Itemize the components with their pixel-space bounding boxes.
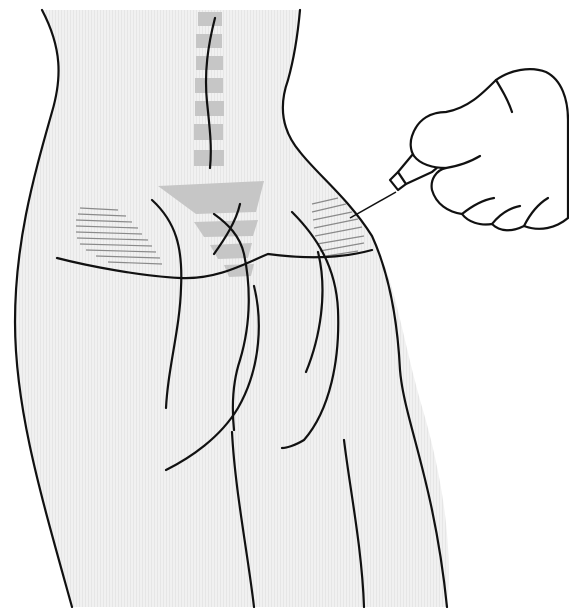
needle-icon	[350, 192, 396, 218]
body-silhouette	[15, 10, 449, 607]
hand-icon	[411, 69, 568, 230]
